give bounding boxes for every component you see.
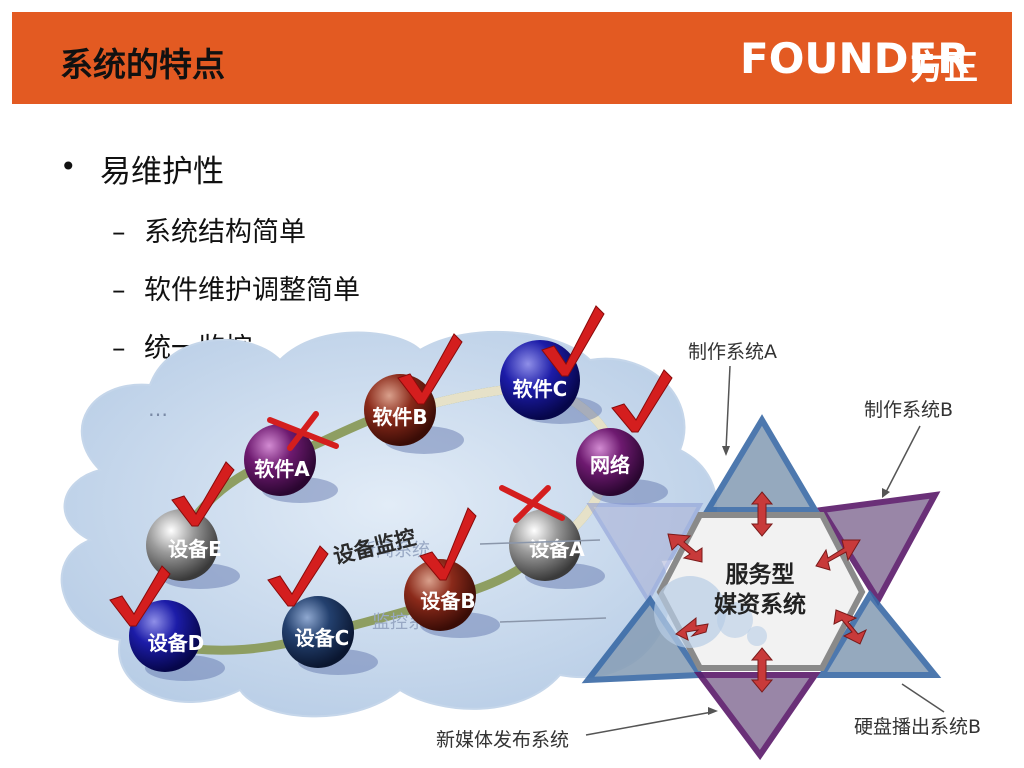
checkmark-icon — [171, 461, 235, 527]
double-arrow-icon — [833, 609, 867, 645]
fail-x-icon — [499, 485, 565, 523]
pointer-line — [585, 711, 713, 736]
center-title-line2: 媒资系统 — [714, 591, 806, 618]
faded-label: 新闻系统 — [358, 540, 430, 561]
header-bar: 系统的特点 FOUNDER 方正 — [12, 12, 1012, 104]
checkmark-icon — [267, 545, 329, 607]
media-asset-star: 服务型 媒资系统 — [581, 414, 942, 761]
pointer-line — [499, 617, 607, 623]
sub-bullet: –软件维护调整简单 — [112, 275, 360, 306]
node-label: 设备D — [148, 631, 205, 655]
node-label: 软件A — [254, 457, 310, 481]
node-device-e: 设备E — [146, 509, 240, 589]
node-label: 设备E — [168, 537, 222, 561]
pointer-line — [885, 425, 921, 493]
double-arrow-icon — [750, 647, 774, 693]
double-arrow-icon — [667, 533, 703, 563]
double-arrow-icon — [675, 616, 709, 641]
founder-logo: FOUNDER — [740, 34, 970, 83]
ring-path-highlight — [408, 380, 616, 553]
node-label: 设备C — [295, 626, 350, 650]
center-title-line1: 服务型 — [726, 562, 795, 588]
pointer-line — [479, 539, 601, 545]
node-device-a: 设备A — [509, 509, 605, 589]
label-production-a: 制作系统A — [688, 341, 777, 363]
founder-logo-cn: 方正 — [910, 48, 978, 88]
page-title: 系统的特点 — [60, 45, 225, 84]
node-label: 软件B — [372, 405, 427, 429]
dash-icon: – — [112, 275, 126, 306]
node-label: 网络 — [590, 453, 630, 477]
pointer-line — [725, 365, 731, 451]
sub-bullet-ellipsis: … — [148, 397, 168, 421]
node-label: 设备B — [420, 589, 475, 613]
checkmark-icon — [611, 369, 673, 433]
label-disk-playout-b: 硬盘播出系统B — [854, 716, 981, 738]
node-software-b: 软件B — [364, 374, 464, 454]
node-device-d: 设备D — [129, 600, 225, 681]
dash-icon: – — [112, 333, 126, 364]
pointer-line — [901, 683, 945, 713]
arrowhead-icon — [708, 707, 718, 715]
checkmark-icon — [419, 507, 477, 581]
label-production-b: 制作系统B — [864, 399, 953, 421]
node-device-b: 设备B — [404, 559, 500, 638]
sub-bullet: –系统结构简单 — [112, 217, 306, 248]
arrowhead-icon — [722, 446, 730, 456]
node-label: 软件C — [513, 377, 568, 401]
node-network: 网络 — [576, 428, 668, 505]
dash-icon: – — [112, 217, 126, 248]
checkmark-icon — [397, 333, 463, 405]
node-device-c: 设备C — [282, 596, 378, 675]
arrowhead-icon — [882, 488, 890, 498]
fail-x-icon — [267, 411, 339, 451]
bullet-dot-icon: • — [60, 150, 77, 183]
checkmark-icon — [541, 305, 605, 377]
checkmark-icon — [109, 565, 171, 627]
double-arrow-icon — [750, 491, 774, 537]
bullet-main: 易维护性 — [100, 154, 224, 190]
double-arrow-icon — [815, 539, 861, 571]
label-new-media: 新媒体发布系统 — [436, 729, 569, 751]
